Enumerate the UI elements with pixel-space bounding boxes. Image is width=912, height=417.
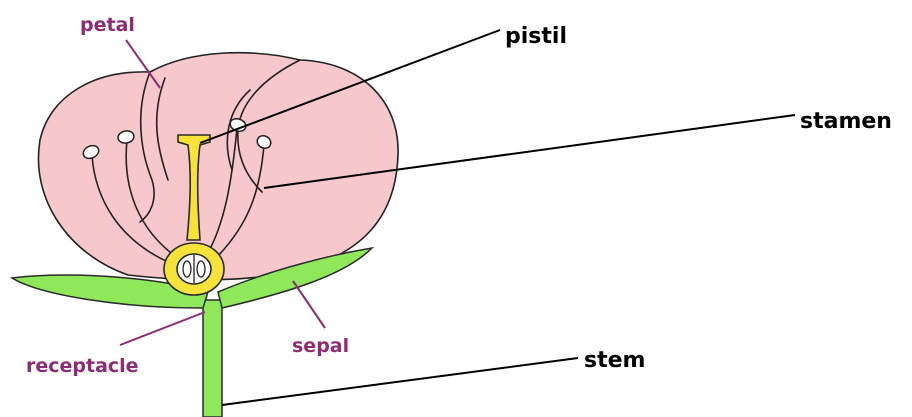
petal-label: petal (80, 14, 135, 36)
petal-fold-left (139, 71, 155, 223)
stem-shape (202, 299, 223, 417)
stamen-filament-3 (204, 127, 238, 259)
receptacle-leader (119, 311, 206, 346)
stamen-anther-2 (117, 130, 135, 144)
petal-fold-left-inner (155, 77, 169, 181)
petal-fold-right-inner (226, 89, 251, 171)
sepal-label: sepal (292, 335, 349, 357)
sepal-right-shape (217, 246, 375, 309)
stem-label: stem (584, 348, 645, 373)
sepal-leader (292, 280, 326, 329)
receptacle-label: receptacle (26, 355, 139, 377)
petal-leader (125, 39, 161, 89)
stamen-filament-4 (211, 144, 265, 263)
stamen-anther-1 (82, 144, 100, 160)
stamen-anther-4 (256, 134, 272, 150)
sepal-left-shape (9, 274, 209, 309)
stamen-label: stamen (800, 109, 892, 134)
stamen-filament-1 (91, 154, 169, 263)
pistil-shape (163, 134, 225, 296)
stem-leader (221, 357, 579, 406)
stamen-leader (263, 114, 796, 189)
stamen-filament-2 (125, 139, 176, 257)
pistil-leader (199, 29, 501, 144)
pistil-label: pistil (505, 24, 567, 49)
